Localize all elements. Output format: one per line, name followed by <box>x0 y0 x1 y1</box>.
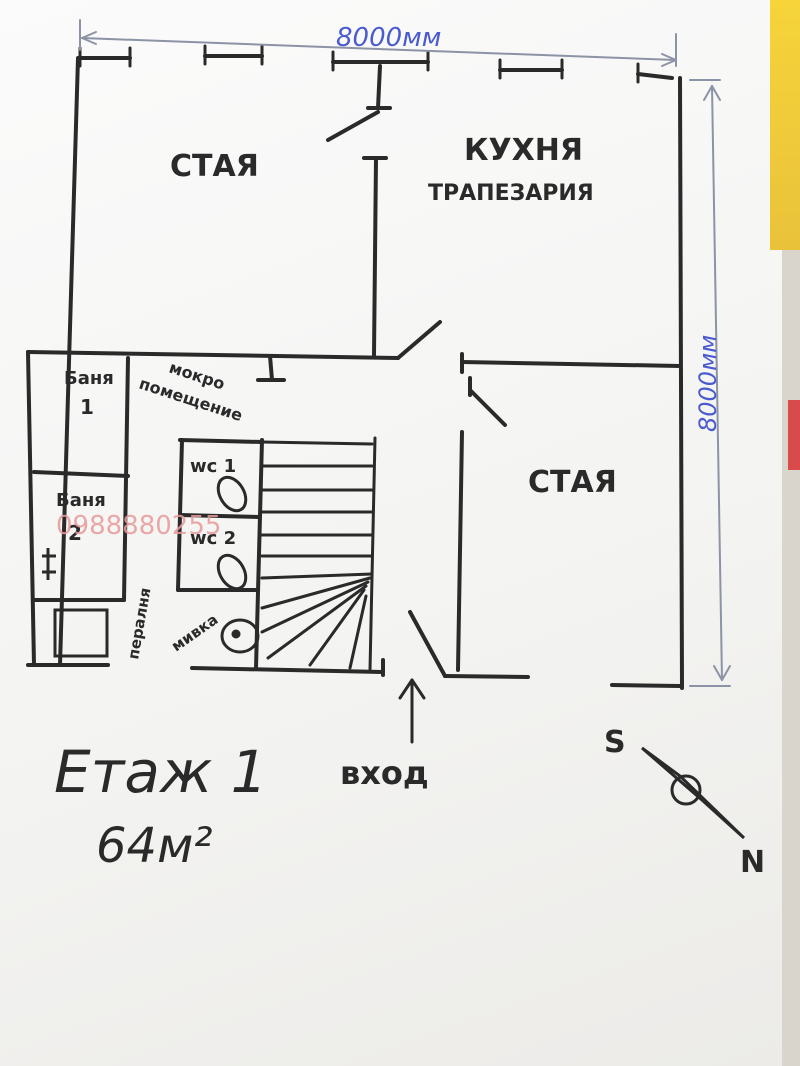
floor-title: Етаж 1 <box>54 738 268 806</box>
entrance-arrow-icon <box>398 678 426 744</box>
paper-sheet <box>0 0 782 1066</box>
compass-icon <box>641 746 746 840</box>
window-ticks <box>78 44 640 84</box>
entrance-label: вход <box>340 754 429 792</box>
compass-south-label: S <box>604 725 626 760</box>
toilet-1-icon <box>216 475 248 513</box>
wc-2-label: wc 2 <box>190 528 236 549</box>
background-edge-yellow <box>770 0 800 250</box>
room-top-left-label: СТАЯ <box>170 149 259 184</box>
dining-label: ТРАПЕЗАРИЯ <box>428 181 594 206</box>
room-right-label: СТАЯ <box>528 465 617 500</box>
bath-1-label: Баня <box>64 368 114 389</box>
dimension-lines <box>79 19 731 687</box>
dimension-right-label: 8000мм <box>694 335 722 432</box>
laundry-label: пералня <box>124 586 154 660</box>
fixtures <box>42 475 260 658</box>
floor-area: 64м² <box>96 818 213 874</box>
sink-icon <box>220 618 260 654</box>
toilet-2-icon <box>216 553 248 591</box>
kitchen-label: КУХНЯ <box>464 133 583 168</box>
dimension-top-label: 8000мм <box>336 23 441 53</box>
watermark-phone: 0988880255 <box>56 511 221 541</box>
bath-1-number: 1 <box>80 395 94 419</box>
washing-machine-icon <box>53 608 109 658</box>
background-edge-red <box>788 400 800 470</box>
outer-walls <box>26 54 684 690</box>
sink-label: мивка <box>168 610 221 655</box>
compass-north-label: N <box>740 845 765 880</box>
bath-2-number: 2 <box>68 521 82 545</box>
wc-1-label: wc 1 <box>190 456 236 477</box>
staircase <box>260 436 377 672</box>
bath-2-label: Баня <box>56 490 106 511</box>
doors <box>326 110 507 678</box>
